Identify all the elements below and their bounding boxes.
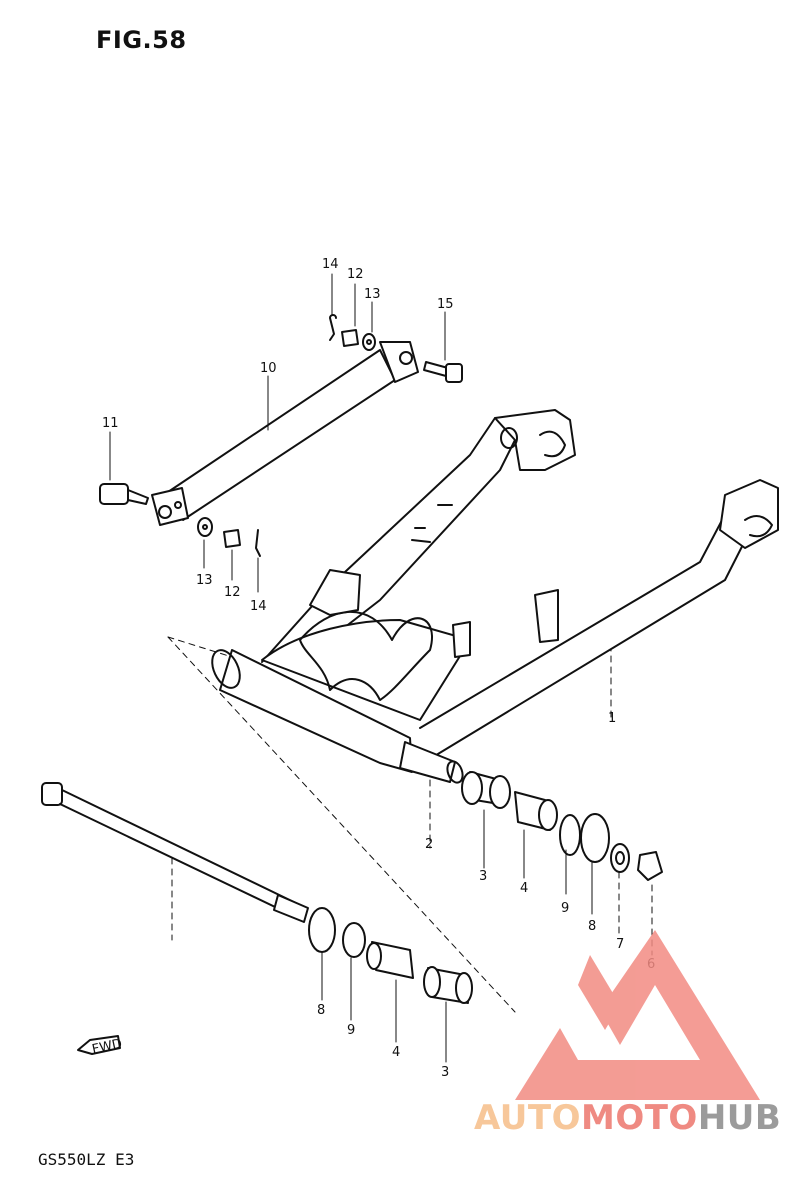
leader-lines [109,273,593,1063]
callout-10: 10 [260,361,277,376]
left-bearing-stack [308,907,473,1004]
fwd-arrow [77,1035,121,1055]
assembly-guide-lines [167,636,653,1013]
upper-fasteners [329,314,376,351]
figure-title: FIG.58 [96,26,187,54]
callout-4-left: 4 [392,1045,400,1060]
callout-12-upper: 12 [347,267,364,282]
swing-arm [211,409,779,784]
bolt-15 [423,361,463,383]
callout-15: 15 [437,297,454,312]
callout-7: 7 [616,937,624,952]
torque-link-10 [151,341,419,526]
callout-numbers: 14 12 13 15 10 11 13 12 14 1 2 3 4 9 8 7… [91,257,656,1080]
callout-12-lower: 12 [224,585,241,600]
callout-9-right: 9 [561,901,569,916]
callout-13-upper: 13 [364,287,381,302]
right-bearing-stack [461,771,663,881]
callout-11: 11 [102,416,119,431]
watermark-text: AUTOMOTOHUB [474,1098,781,1138]
pivot-shaft [41,782,309,923]
callout-14-upper: 14 [322,257,339,272]
watermark-auto: AUTO [474,1098,581,1138]
callout-1: 1 [608,711,616,726]
callout-13-lower: 13 [196,573,213,588]
lower-fasteners [197,517,261,557]
bolt-11 [99,483,149,505]
model-code: GS550LZ E3 [38,1150,135,1169]
callout-4-right: 4 [520,881,528,896]
watermark-logo [515,930,760,1100]
callout-2: 2 [425,837,433,852]
callout-9-left: 9 [347,1023,355,1038]
watermark-moto: MOTO [580,1098,698,1138]
watermark-hub: HUB [697,1098,782,1138]
callout-8-left: 8 [317,1003,325,1018]
callout-14-lower: 14 [250,599,267,614]
callout-3-right: 3 [479,869,487,884]
fwd-label: FWD [91,1037,124,1058]
callout-3-left: 3 [441,1065,449,1080]
callout-8-right: 8 [588,919,596,934]
